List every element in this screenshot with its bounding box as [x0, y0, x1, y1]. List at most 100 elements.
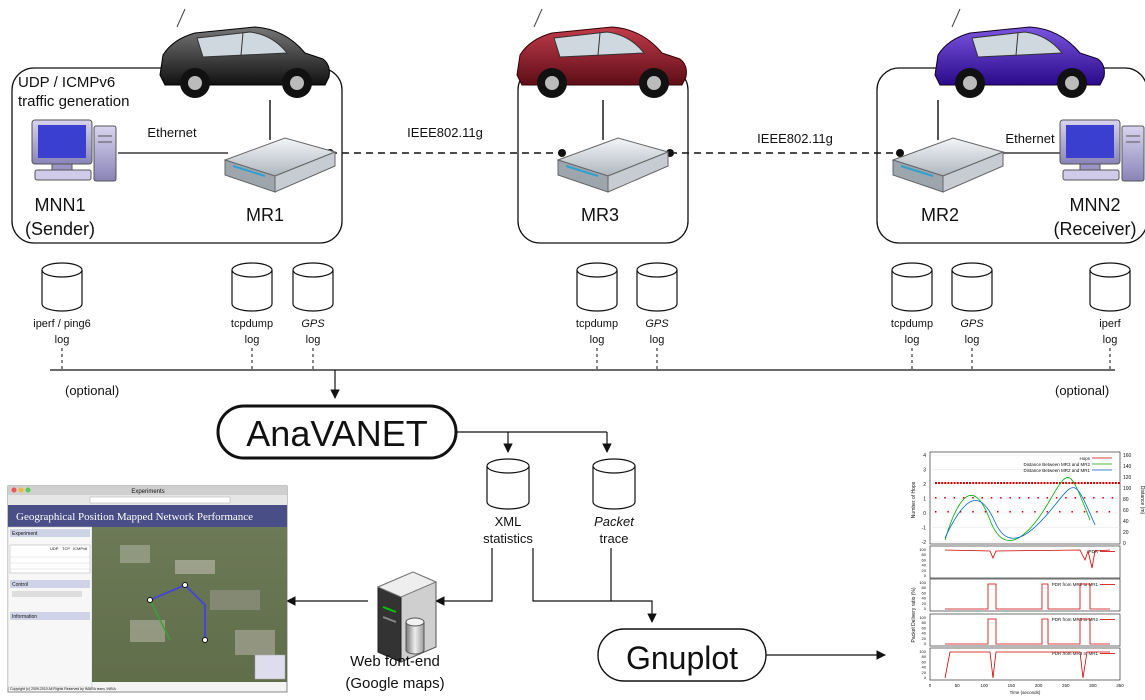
pdr-tick: 0 — [924, 573, 927, 578]
hop-mark — [1074, 482, 1077, 484]
hop-mark — [962, 497, 965, 499]
pdr-legend: PDR from MR3 to MR2 — [1052, 617, 1099, 622]
hop-mark — [944, 482, 947, 484]
hop-mark — [1028, 497, 1030, 499]
wifi-label-left: IEEE802.11g — [407, 125, 483, 140]
log-cylinder-icon — [231, 262, 273, 312]
log-label-suffix: log — [306, 334, 321, 346]
car-blue-icon — [934, 8, 1105, 98]
hop-mark — [1068, 482, 1071, 484]
hop-mark — [1105, 482, 1108, 484]
screenshot-section-3: Information — [12, 614, 37, 620]
screenshot-section-1: Experiment — [12, 531, 38, 537]
anavanet-label: AnaVANET — [246, 413, 427, 454]
hop-mark — [997, 482, 999, 484]
hop-mark — [1074, 497, 1076, 499]
hop-mark — [1012, 482, 1015, 484]
hop-mark — [990, 482, 993, 484]
hop-mark — [1046, 511, 1049, 513]
hop-mark — [993, 482, 996, 484]
log-stores: iperf / ping6 log tcpdump log GPS log tcpdump l… — [33, 262, 1131, 370]
hop-mark — [1111, 497, 1114, 499]
hop-mark — [950, 482, 953, 484]
hop-mark — [1055, 482, 1058, 484]
traffic-gen-line2: traffic generation — [18, 93, 129, 110]
hop-mark — [956, 482, 959, 484]
log-label-suffix: log — [905, 334, 920, 346]
pdr-tick: 60 — [922, 625, 927, 630]
left-tick: 2 — [923, 482, 926, 488]
pc-sender-icon — [31, 119, 117, 182]
mnn1-role: (Sender) — [25, 219, 95, 239]
hop-mark — [1021, 511, 1024, 513]
hop-mark — [1006, 482, 1009, 484]
log-label: iperf / ping6 — [33, 318, 90, 330]
hop-mark — [1083, 497, 1086, 499]
hop-mark — [935, 511, 937, 513]
web-server-icon — [376, 571, 438, 663]
hop-mark — [990, 497, 993, 499]
hop-mark — [1003, 482, 1006, 484]
pdr-panel — [929, 613, 1121, 647]
hop-mark — [1102, 482, 1105, 484]
log-label-suffix: log — [55, 334, 70, 346]
right-tick: 80 — [1123, 497, 1129, 503]
pdr-tick: 40 — [922, 665, 927, 670]
web-frontend-label-1: Web font-end — [350, 653, 440, 670]
pdr-tick: 100 — [919, 615, 926, 620]
log-label: tcpdump — [891, 318, 933, 330]
pdr-tick: 100 — [919, 547, 926, 552]
right-tick: 140 — [1123, 464, 1132, 470]
x-tick: 300 — [1089, 683, 1097, 688]
xlabel: Time (seconds) — [1010, 690, 1041, 695]
hop-mark — [987, 482, 990, 484]
pdr-tick: 60 — [922, 659, 927, 664]
hop-mark — [1031, 482, 1034, 484]
x-tick: 0 — [929, 683, 932, 688]
x-tick: 250 — [1062, 683, 1070, 688]
distance-curve — [944, 477, 1091, 541]
log-cylinder-icon — [41, 262, 83, 312]
log-label: GPS — [645, 318, 669, 330]
ethernet-label-left: Ethernet — [147, 125, 197, 140]
screenshot-header: Geographical Position Mapped Network Per… — [16, 511, 253, 523]
router-mr2-icon — [891, 100, 1005, 193]
pdr-tick: 40 — [922, 563, 927, 568]
hop-mark — [1059, 482, 1061, 484]
x-tick: 50 — [955, 683, 961, 688]
hop-mark — [1046, 497, 1049, 499]
hop-mark — [975, 482, 978, 484]
pc-receiver-icon — [1059, 119, 1145, 182]
hop-mark — [935, 482, 937, 484]
hop-mark — [1000, 497, 1002, 499]
packet-store-icon — [592, 458, 636, 510]
hop-mark — [959, 482, 962, 484]
log-label-suffix: log — [1103, 334, 1118, 346]
pdr-tick: 0 — [924, 606, 927, 611]
hop-mark — [978, 482, 981, 484]
pdr-tick: 40 — [922, 596, 927, 601]
mr3-label: MR3 — [581, 205, 619, 225]
top-legend-entry: Distance Between MR3 and MR2 — [1023, 462, 1090, 467]
hop-mark — [1108, 482, 1111, 484]
x-tick: 200 — [1035, 683, 1043, 688]
hop-mark — [1024, 482, 1027, 484]
hop-mark — [953, 497, 956, 499]
pdr-tick: 100 — [919, 649, 926, 654]
pdr-tick: 80 — [922, 585, 927, 590]
hop-mark — [1093, 497, 1095, 499]
hop-mark — [1071, 482, 1074, 484]
ethernet-label-right: Ethernet — [1005, 131, 1055, 146]
pdr-tick: 60 — [922, 590, 927, 595]
hop-mark — [1015, 482, 1018, 484]
log-label: iperf — [1099, 318, 1121, 330]
log-label: GPS — [960, 318, 984, 330]
hop-mark — [1096, 482, 1099, 484]
left-tick: -2 — [922, 540, 927, 546]
log-label: tcpdump — [576, 318, 618, 330]
mr1-label: MR1 — [246, 205, 284, 225]
optional-left: (optional) — [65, 383, 119, 398]
screenshot-col-icmp: ICMPv6 — [73, 546, 88, 551]
left-tick: 4 — [923, 453, 926, 459]
hop-mark — [1034, 511, 1036, 513]
